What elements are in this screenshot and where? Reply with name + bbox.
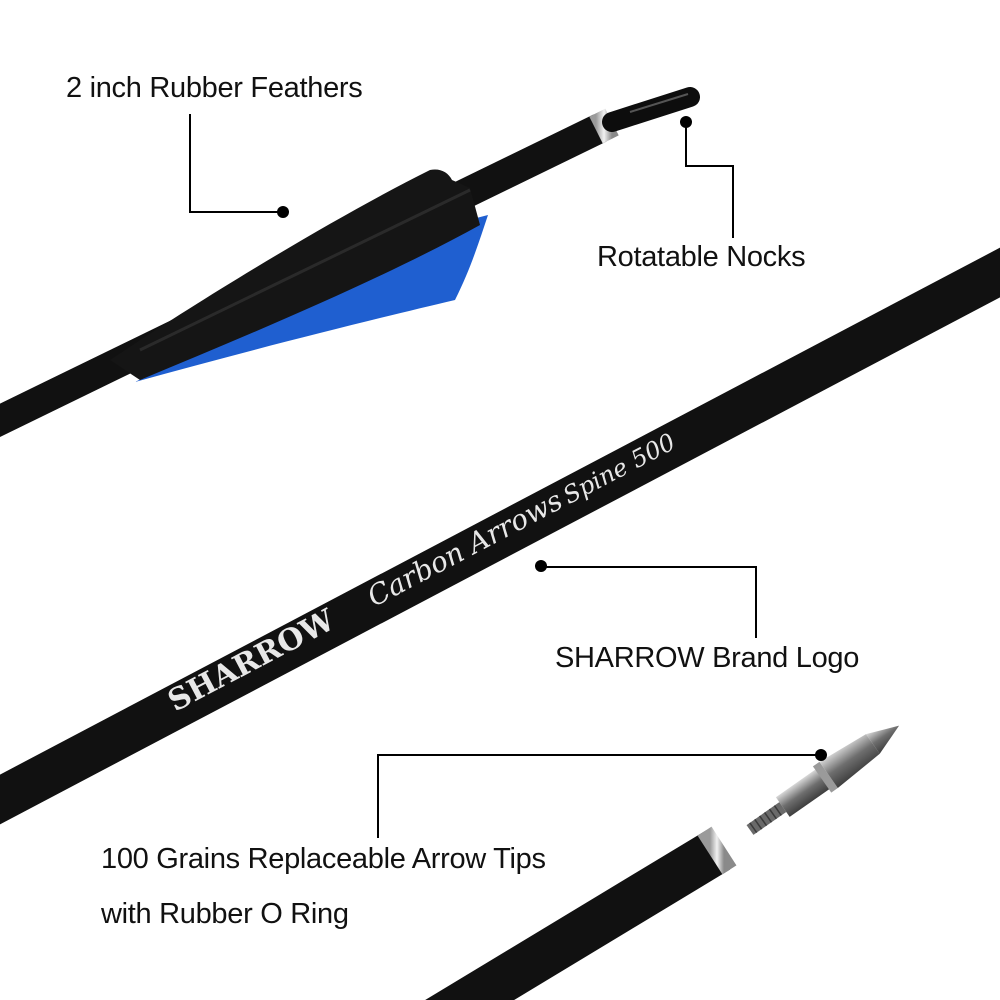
shaft-product-text: Carbon Arrows <box>362 484 568 614</box>
callout-dot-feathers <box>277 206 289 218</box>
callout-dot-nocks <box>680 116 692 128</box>
shaft-brand-text: SHARROW <box>162 602 341 719</box>
callout-tips-line2: with Rubber O Ring <box>101 898 349 930</box>
callout-nocks: Rotatable Nocks <box>597 241 806 273</box>
bottom-arrow <box>425 725 900 1000</box>
arrow-tip <box>746 725 900 835</box>
callout-tips-line1: 100 Grains Replaceable Arrow Tips <box>101 843 546 875</box>
leader-logo <box>542 566 757 638</box>
top-arrow <box>0 87 700 437</box>
callout-logo: SHARROW Brand Logo <box>555 642 860 674</box>
leader-tips <box>377 754 820 838</box>
callout-feathers: 2 inch Rubber Feathers <box>66 72 363 104</box>
leader-feathers <box>189 114 282 213</box>
nock <box>602 87 700 132</box>
callout-dot-logo <box>535 560 547 572</box>
leader-nocks <box>685 124 734 238</box>
callout-dot-tips <box>815 749 827 761</box>
